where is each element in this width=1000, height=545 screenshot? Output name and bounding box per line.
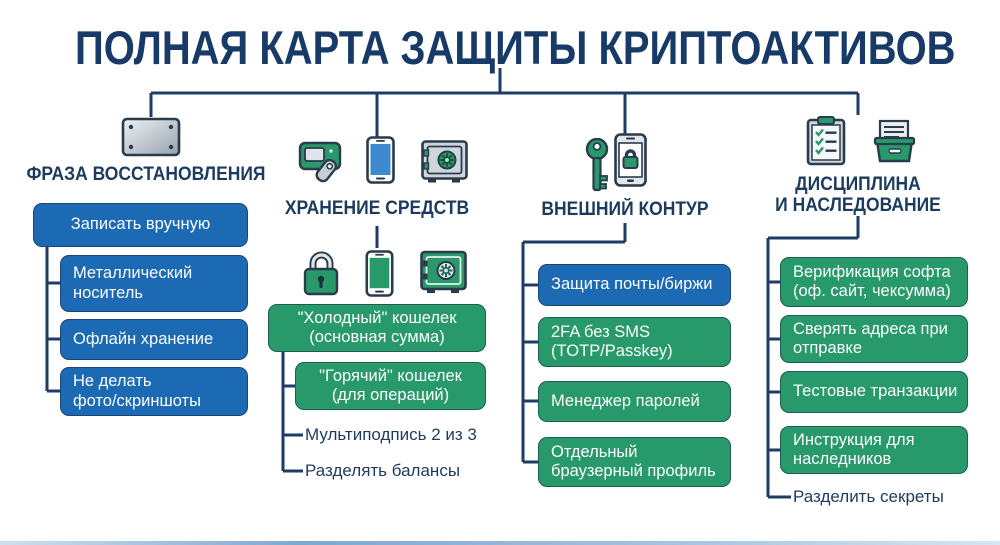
node-2fa-no-sms: 2FA без SMS (TOTP/Passkey)	[538, 317, 731, 367]
item-split-balances: Разделять балансы	[305, 461, 461, 480]
page-title: ПОЛНАЯ КАРТА ЗАЩИТЫ КРИПТОАКТИВОВ	[75, 21, 956, 74]
padlock-icon	[303, 251, 339, 296]
node-test-transactions: Тестовые транзакции	[780, 371, 968, 413]
node-verify-addresses: Сверять адреса при отправке	[780, 315, 968, 363]
document-box-icon	[873, 119, 916, 163]
node-email-exchange-protection: Защита почты/биржи	[538, 264, 731, 306]
metal-plate-icon	[121, 117, 181, 157]
safe-icon	[421, 140, 468, 183]
smartphone-icon	[366, 136, 395, 184]
branch-header-external-perimeter: ВНЕШНИЙ КОНТУР	[541, 199, 709, 220]
branch-header-fund-storage: ХРАНЕНИЕ СРЕДСТВ	[284, 198, 470, 219]
smartphone-icon	[365, 250, 394, 297]
node-no-photos: Не делать фото/скриншоты	[60, 367, 248, 416]
hardware-wallet-icon	[298, 141, 342, 183]
node-metal-backup: Металлический носитель	[60, 255, 248, 312]
node-write-by-hand: Записать вручную	[33, 203, 248, 247]
node-software-verification: Верификация софта (оф. сайт, чексумма)	[780, 257, 968, 307]
item-multisig: Мультиподпись 2 из 3	[305, 425, 477, 444]
item-split-secrets: Разделить секреты	[793, 487, 944, 506]
safe-icon	[420, 250, 467, 293]
key-icon	[585, 138, 609, 192]
node-password-manager: Менеджер паролей	[538, 381, 731, 422]
node-heir-instructions: Инструкция для наследников	[780, 426, 968, 474]
bottom-edge-accent	[0, 541, 1000, 545]
node-cold-wallet: "Холодный" кошелек (основная сумма)	[268, 304, 486, 352]
clipboard-checklist-icon	[806, 116, 846, 166]
phone-lock-icon	[614, 133, 647, 187]
branch-header-discipline-inheritance: ДИСЦИПЛИНА И НАСЛЕДОВАНИЕ	[775, 174, 941, 217]
branch-header-recovery-phrase: ФРАЗА ВОССТАНОВЛЕНИЯ	[26, 164, 266, 185]
node-hot-wallet: "Горячий" кошелек (для операций)	[295, 362, 486, 410]
node-separate-browser-profile: Отдельный браузерный профиль	[538, 437, 731, 487]
node-offline-storage: Офлайн хранение	[60, 319, 248, 360]
